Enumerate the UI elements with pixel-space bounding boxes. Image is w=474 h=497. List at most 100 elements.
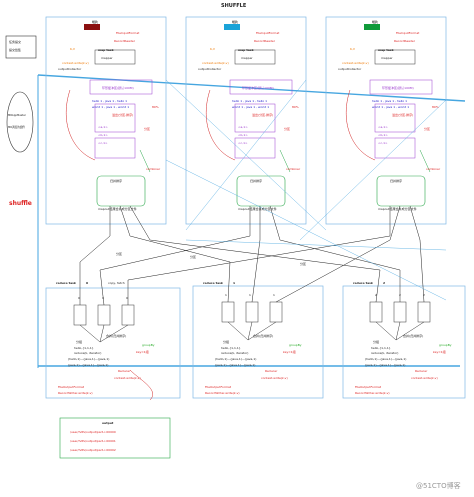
maptask-1-merge-file-label: mapout结果合并成分区文件 [238,207,277,211]
shuffle-to1-label: 分区 [190,255,197,259]
output-box [59,417,171,459]
reducetask-2-reduce-call: reduce(k, iterator) [371,351,399,355]
maptask-2-merge-label: 归并排序 [390,179,403,183]
maptask-1-spill-80: 80% [292,105,299,109]
maptask-1-buffer-label: 环形缓冲区(默认100M) [242,86,274,90]
maptask-1-fileinput-label: FileInputFormat [256,31,280,35]
maptask-2-partition-row-1: world 1 , java 1 , world 1 [372,105,410,109]
maptask-0-partition-row-1: world 1 , java 1 , world 1 [92,105,130,109]
reducetask-2-title: reduce task [353,281,373,285]
reducetask-0-row-1: (java,1)—(java,1)—(java,1) [68,363,109,367]
reducetask-1-row-0: (hello,1)—(java,1)—(java,1) [215,357,257,361]
reducetask-2-groupby-label: groupBy [439,343,452,347]
reducetask-1-slot-0: 1 [225,293,227,297]
reducetask-2-slot-1: 2 [399,293,401,297]
maptask-2-kv-label: K,V [350,47,355,51]
reducetask-1-context-label: context.write(k,v) [261,376,288,380]
mrappmaster-label-1: MRAppMaster [8,114,26,117]
maptask-0-outputcollector-label: outputCollector [58,67,82,71]
reducetask-0-kv-label: key=1组 [136,350,149,354]
reducetask-2-reducer-label: Reducer [415,369,428,373]
reducetask-2-num: 2 [383,281,386,285]
maptask-1-split-label: 切片 [232,20,239,24]
maptask-box-1 [185,16,307,225]
reducetask-1-merge-label: 合并(归并排序) [253,334,274,338]
reducetask-2-slot-0: 2 [375,293,377,297]
maptask-0-sort-a: <a,1> [98,125,108,129]
reducetask-2-output-label: FileOutputFormat [355,385,382,389]
maptask-0-merge-label: 归并排序 [110,179,123,183]
shuffle-label: shuffle [9,200,32,207]
maptask-0-fileinput-label: FileInputFormat [116,31,140,35]
reducetask-box-2 [342,285,466,399]
maptask-2-merge-file-label: mapout结果合并成分区文件 [378,207,417,211]
reducetask-1-reducer-label: Reducer [265,369,278,373]
maptask-0-sort-b: <b,1> [98,133,108,137]
maptask-1-combiner-label: combiner [286,167,301,171]
mrappmaster-label-2: MR调度的组件 [8,126,26,129]
maptask-2-rr-label: RecordReader [394,39,415,43]
reducetask-box-1 [192,285,324,399]
reducetask-2-row-0: (hello,1)—(java,1)—(java,1) [365,357,407,361]
reducetask-0-context-label: context.write(k,v) [114,376,141,380]
maptask-0-partition-label: 分区 [144,127,151,131]
maptask-2-sort-a: <a,1> [378,125,388,129]
maptask-1-partition-label: 分区 [284,127,291,131]
mrappmaster-ellipse [6,91,34,153]
maptask-2-buffer-label: 环形缓冲区(默认100M) [382,86,414,90]
shuffle-to2-label: 分区 [300,262,307,266]
reducetask-1-title: reduce task [203,281,223,285]
reducetask-0-group-label: 分组 [76,340,83,344]
split-block-2 [364,24,380,30]
diagram-title: SHUFFLE [221,3,247,9]
reducetask-1-rw-label: RecordWriter.write(k,v) [205,391,240,395]
reducetask-1-slot-1: 1 [249,293,251,297]
maptask-2-mapper-label: mapper [381,56,393,60]
reducetask-1-num: 1 [233,281,236,285]
maptask-2-combiner-label: combiner [426,167,441,171]
maptask-0-buffer-label: 环形缓冲区(默认100M) [102,86,134,90]
output-file-1: /user/hdfs/output/part-r-00001 [70,439,116,443]
reducetask-0-groupby-label: groupBy [142,343,155,347]
reducetask-0-row-0: (hello,1)—(java,1)—(java,1) [68,357,110,361]
maptask-1-partition-row-1: world 1 , java 1 , world 1 [232,105,270,109]
maptask-0-sort-c: <c,1> [98,141,108,145]
reducetask-1-group-label: 分组 [223,340,230,344]
reducetask-1-groupby-label: groupBy [289,343,302,347]
maptask-2-split-label: 切片 [372,20,379,24]
maptask-2-outputcollector-label: outputCollector [338,67,362,71]
maptask-0-kv-label: K,V [70,47,75,51]
maptask-0-mapper-label: mapper [101,56,113,60]
maptask-0-rr-label: RecordReader [114,39,135,43]
maptask-2-context-label: context.write(k,v) [342,61,369,65]
reducetask-0-reduce-call: reduce(k, iterator) [74,351,102,355]
maptask-1-spill-label: 溢出(分区,排序) [252,113,274,117]
reducetask-0-slot-2: 0 [126,296,128,300]
reducetask-0-merge-label: 合并(归并排序) [106,334,127,338]
reducetask-0-reducer-label: Reducer [118,369,131,373]
maptask-0-spill-label: 溢出(分区,排序) [112,113,134,117]
maptask-0-spill-80: 80% [152,105,159,109]
maptask-1-sort-a: <a,1> [238,125,248,129]
maptask-1-map-label: map task [238,48,254,52]
split-block-0 [84,24,100,30]
client-box [5,35,37,59]
reducetask-2-group-label: 分组 [373,340,380,344]
reducetask-1-slot-2: 1 [273,293,275,297]
reducetask-2-kv-label: key=1组 [433,350,446,354]
maptask-2-map-label: map task [378,48,394,52]
maptask-1-rr-label: RecordReader [254,39,275,43]
maptask-2-sort-b: <b,1> [378,133,388,137]
reducetask-1-kv-label: key=1组 [283,350,296,354]
split-block-1 [224,24,240,30]
output-file-0: /user/hdfs/output/part-r-00000 [70,430,116,434]
maptask-1-sort-b: <b,1> [238,133,248,137]
maptask-0-map-label: map task [98,48,114,52]
maptask-2-partition-row-0: hello 1 , java 1 , hello 1 [372,99,408,103]
reducetask-0-slot-1: 0 [102,296,104,300]
reducetask-0-title: reduce task [56,281,76,285]
reducetask-2-row-1: (java,1)—(java,1)—(java,1) [365,363,406,367]
maptask-2-spill-label: 溢出(分区,排序) [392,113,414,117]
